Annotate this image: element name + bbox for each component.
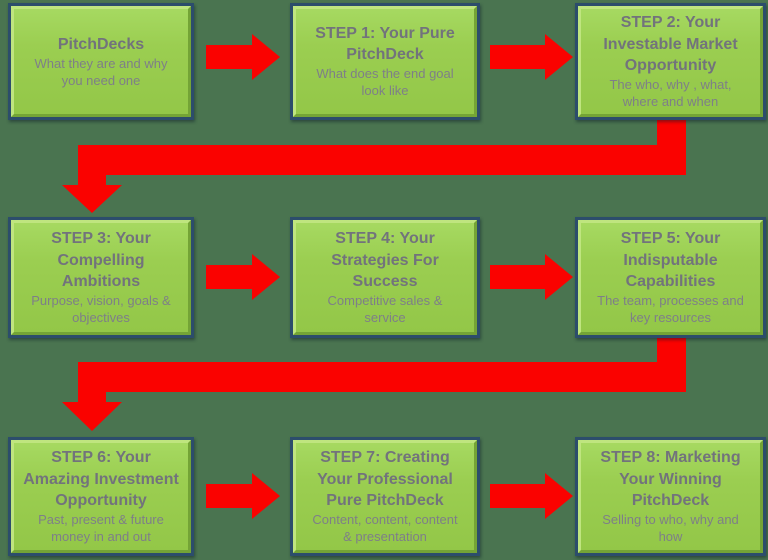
box-step-2: STEP 2: Your Investable Market Opportuni… [575, 3, 766, 120]
box-step-3-subtitle: Purpose, vision, goals & objectives [31, 292, 171, 325]
box-step-4-face: STEP 4: Your Strategies For Success Comp… [293, 220, 477, 335]
arrow-step2-to-step3-uturn-icon [62, 120, 686, 213]
box-intro-face: PitchDecks What they are and why you nee… [11, 6, 191, 117]
box-step-7-title: STEP 7: Creating Your Professional Pure … [317, 449, 453, 509]
box-step-4: STEP 4: Your Strategies For Success Comp… [290, 217, 480, 338]
box-intro-subtitle: What they are and why you need one [34, 55, 168, 88]
arrow-step4-to-step5-icon [490, 254, 573, 300]
arrow-step5-to-step6-uturn-icon [62, 338, 686, 431]
box-step-4-title: STEP 4: Your Strategies For Success [331, 230, 439, 290]
box-step-2-subtitle: The who, why , what, where and when [609, 76, 732, 109]
box-intro: PitchDecks What they are and why you nee… [8, 3, 194, 120]
box-step-4-subtitle: Competitive sales & service [327, 292, 443, 325]
arrow-step1-to-step2-icon [490, 34, 573, 80]
box-step-7-face: STEP 7: Creating Your Professional Pure … [293, 440, 477, 553]
box-step-3-title: STEP 3: Your Compelling Ambitions [51, 230, 151, 290]
box-step-6-subtitle: Past, present & future money in and out [38, 511, 164, 544]
arrow-step3-to-step4-icon [206, 254, 280, 300]
box-step-5-title: STEP 5: Your Indisputable Capabilities [620, 230, 721, 290]
box-step-1-subtitle: What does the end goal look like [316, 66, 454, 99]
box-step-8-face: STEP 8: Marketing Your Winning PitchDeck… [578, 440, 763, 553]
box-step-5-face: STEP 5: Your Indisputable Capabilities T… [578, 220, 763, 335]
box-intro-title: PitchDecks [57, 35, 145, 53]
box-step-8-subtitle: Selling to who, why and how [602, 511, 739, 544]
box-step-6-title: STEP 6: Your Amazing Investment Opportun… [23, 449, 179, 509]
box-step-2-face: STEP 2: Your Investable Market Opportuni… [578, 6, 763, 117]
arrow-intro-to-step1-icon [206, 34, 280, 80]
box-step-6: STEP 6: Your Amazing Investment Opportun… [8, 437, 194, 556]
box-step-8: STEP 8: Marketing Your Winning PitchDeck… [575, 437, 766, 556]
box-step-8-title: STEP 8: Marketing Your Winning PitchDeck [600, 449, 741, 509]
arrow-step7-to-step8-icon [490, 473, 573, 519]
box-step-7: STEP 7: Creating Your Professional Pure … [290, 437, 480, 556]
box-step-5: STEP 5: Your Indisputable Capabilities T… [575, 217, 766, 338]
box-step-6-face: STEP 6: Your Amazing Investment Opportun… [11, 440, 191, 553]
box-step-7-subtitle: Content, content, content & presentation [312, 511, 458, 544]
box-step-1: STEP 1: Your Pure PitchDeck What does th… [290, 3, 480, 120]
box-step-1-title: STEP 1: Your Pure PitchDeck [315, 25, 455, 64]
box-step-3: STEP 3: Your Compelling Ambitions Purpos… [8, 217, 194, 338]
box-step-1-face: STEP 1: Your Pure PitchDeck What does th… [293, 6, 477, 117]
arrow-step6-to-step7-icon [206, 473, 280, 519]
box-step-5-subtitle: The team, processes and key resources [597, 292, 744, 325]
box-step-3-face: STEP 3: Your Compelling Ambitions Purpos… [11, 220, 191, 335]
box-step-2-title: STEP 2: Your Investable Market Opportuni… [603, 14, 738, 74]
